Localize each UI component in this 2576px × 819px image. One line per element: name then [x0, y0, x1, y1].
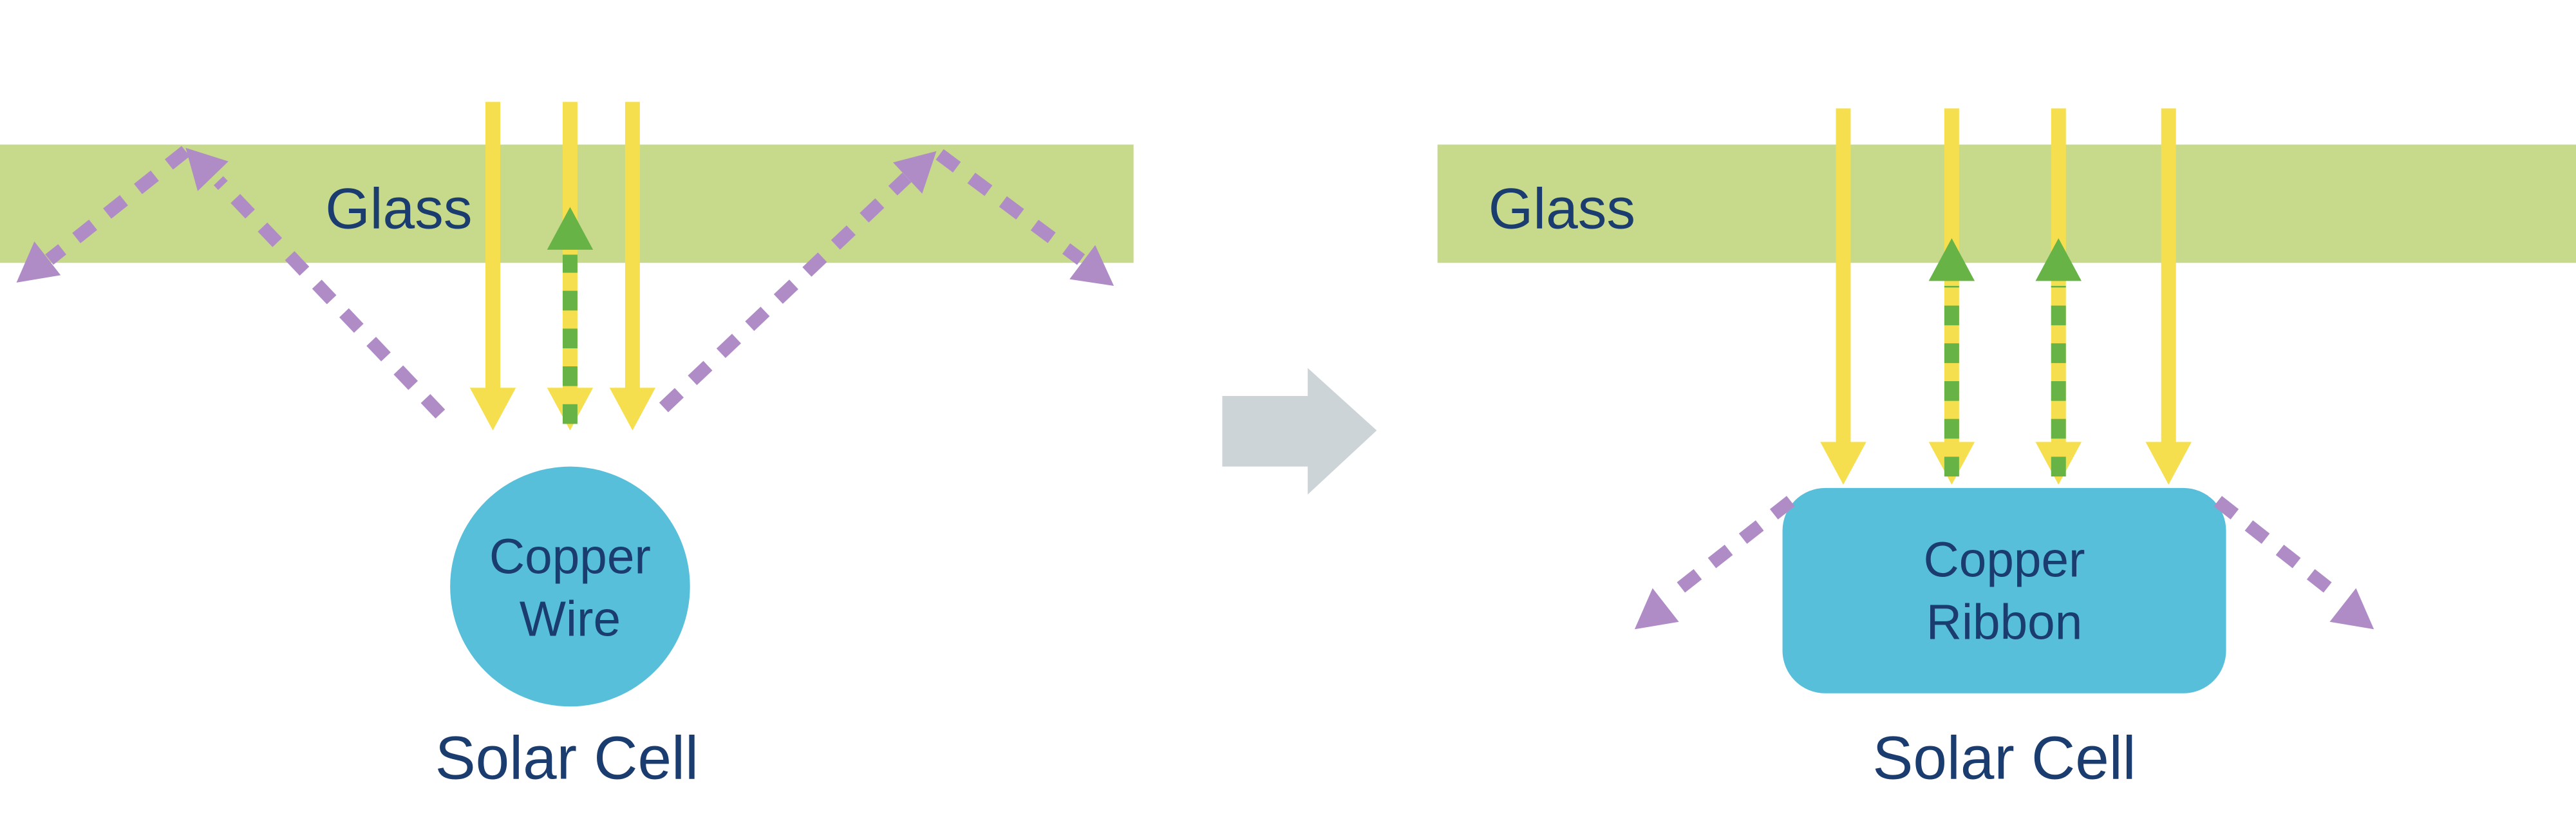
incident-ray-arrowhead-icon	[469, 388, 516, 431]
reflected-light-ray	[547, 207, 594, 424]
copper-ribbon-label-line1: Copper	[1924, 533, 2085, 588]
left-panel: Glass	[0, 102, 1134, 792]
glass-label: Glass	[325, 176, 472, 241]
scattered-ray-arrowhead-icon	[1634, 588, 1679, 630]
reflected-ray-arrowhead-icon	[2035, 238, 2082, 281]
scattered-ray	[1663, 496, 1795, 603]
copper-wire-label-line2: Wire	[520, 592, 621, 646]
scattered-ray	[45, 146, 190, 265]
incident-ray-arrowhead-icon	[1820, 442, 1866, 485]
scattered-ray	[2214, 496, 2346, 603]
solar-cell-label: Solar Cell	[1872, 724, 2136, 792]
glass-label: Glass	[1489, 176, 1635, 241]
glass-panel	[1437, 144, 2576, 263]
scattered-ray	[935, 149, 1086, 265]
incident-ray-arrowhead-icon	[609, 388, 656, 431]
right-panel: Glass	[1437, 108, 2576, 792]
scattered-ray-arrowhead-icon	[16, 241, 61, 283]
transition-right-arrow-icon	[1222, 368, 1377, 495]
copper-ribbon	[1782, 487, 2226, 693]
reflected-light-rays	[1928, 238, 2082, 476]
scattered-ray	[659, 173, 912, 413]
scattered-ray-arrowhead-icon	[2329, 588, 2374, 630]
copper-ribbon-label-line2: Ribbon	[1926, 596, 2083, 650]
scattered-light-path-left	[16, 146, 446, 419]
scattered-ray	[213, 176, 446, 419]
scattered-light-path-right	[2214, 496, 2374, 630]
solar-cell-label: Solar Cell	[435, 724, 699, 792]
scattered-light-path-right	[659, 149, 1114, 413]
incident-ray-arrowhead-icon	[2145, 442, 2192, 485]
reflected-ray-arrowhead-icon	[1928, 238, 1975, 281]
scattered-ray-arrowhead-icon	[185, 147, 229, 191]
scattered-ray-arrowhead-icon	[893, 151, 937, 194]
scattered-ray-arrowhead-icon	[1069, 245, 1114, 286]
copper-wire	[450, 466, 690, 707]
reflected-ray-arrowhead-icon	[547, 207, 594, 250]
copper-wire-label-line1: Copper	[489, 530, 651, 585]
scattered-light-path-left	[1634, 496, 1795, 630]
